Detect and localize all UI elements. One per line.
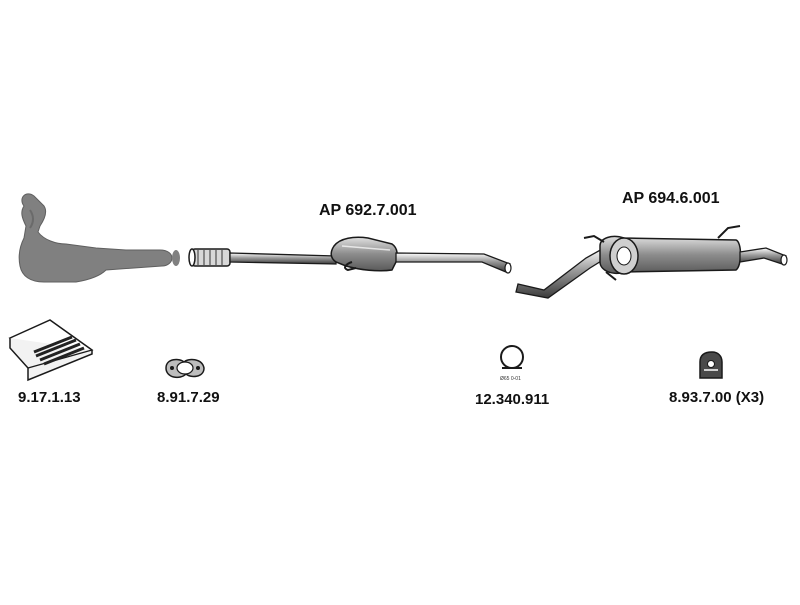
gasket-part-number: 8.91.7.29 (157, 389, 220, 406)
manifold-downpipe-shape (18, 193, 180, 283)
svg-text:Ø65 0-01: Ø65 0-01 (500, 376, 521, 382)
rear-silencer-shape (515, 225, 788, 299)
center-pipe-part-number: AP 692.7.001 (319, 202, 417, 219)
rubber-mount-part-number: 8.93.7.00 (X3) (669, 389, 765, 406)
rubber-mount-icon (699, 351, 723, 379)
clamp-part-number: 12.340.911 (475, 391, 550, 408)
fitting-kit-part-number: 9.17.1.13 (18, 389, 81, 406)
rear-silencer-part-number: AP 694.6.001 (622, 190, 720, 207)
center-pipe-shape (188, 236, 512, 274)
gasket-icon (165, 358, 205, 379)
fitting-kit-box-icon (8, 319, 94, 382)
clamp-icon: Ø65 0-01 (500, 345, 524, 382)
